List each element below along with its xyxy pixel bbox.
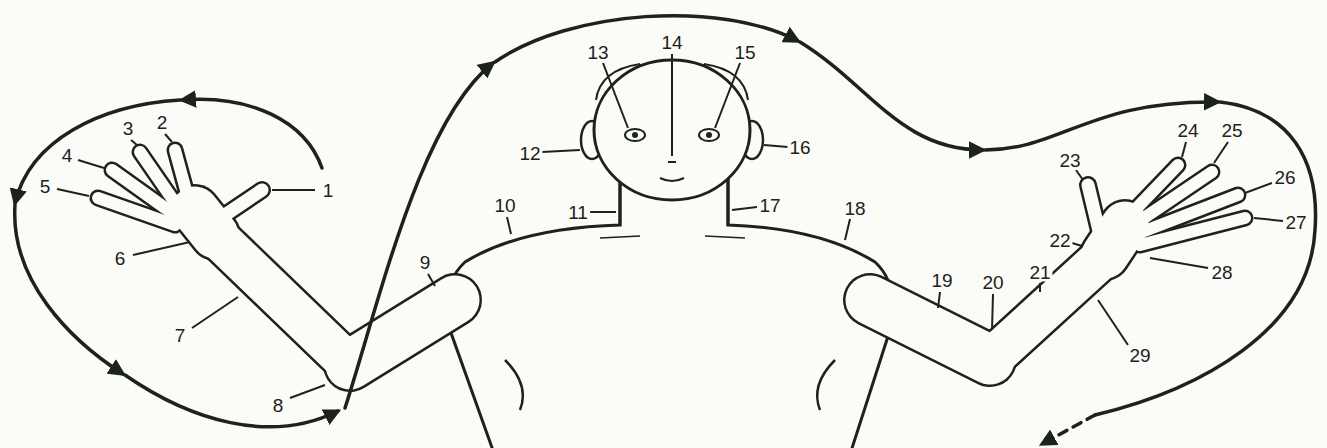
leader-line <box>192 297 238 328</box>
callout-number: 22 <box>1047 231 1072 250</box>
chest-line <box>817 360 835 410</box>
flow-arrow <box>800 42 983 150</box>
thumb <box>1088 185 1100 235</box>
callout-number: 15 <box>732 43 757 62</box>
leader-line <box>590 211 616 213</box>
callout-number: 29 <box>1127 346 1152 365</box>
callout-number: 26 <box>1272 168 1297 187</box>
callout-number: 6 <box>113 249 128 268</box>
callout-number: 23 <box>1057 151 1082 170</box>
pupil <box>706 132 712 138</box>
leader-line <box>131 140 137 145</box>
flow-arrow <box>345 63 493 408</box>
leader-line <box>272 189 315 191</box>
leader-line <box>165 134 172 142</box>
leader-line <box>507 217 511 234</box>
leader-line <box>732 207 757 210</box>
callout-number: 12 <box>517 144 542 163</box>
callout-number: 10 <box>492 196 517 215</box>
callout-number: 4 <box>60 146 75 165</box>
callout-number: 25 <box>1219 121 1244 140</box>
pupil <box>632 132 638 138</box>
leader-line <box>764 145 788 147</box>
leader-line <box>1039 283 1041 292</box>
hairline <box>704 64 748 100</box>
leader-line <box>290 385 325 398</box>
leader-line <box>1214 142 1228 163</box>
leader-line <box>938 292 940 308</box>
callout-number: 1 <box>321 181 336 200</box>
hairline <box>596 64 640 100</box>
mouth <box>660 178 684 181</box>
flow-arrow <box>985 102 1218 150</box>
leader-line <box>992 294 993 330</box>
leader-line <box>1182 142 1186 157</box>
leader-line <box>603 63 628 128</box>
leader-line <box>1072 243 1082 246</box>
callout-number: 19 <box>929 271 954 290</box>
palm <box>1105 225 1125 255</box>
callout-number: 14 <box>659 33 684 52</box>
palm <box>1105 225 1125 255</box>
collarbone <box>600 236 745 238</box>
flow-arrow <box>495 16 798 62</box>
nose <box>668 161 676 163</box>
leader-line <box>1076 170 1083 180</box>
flow-arrow-dashed <box>1042 415 1095 444</box>
flow-line <box>1095 102 1316 415</box>
callout-number: 21 <box>1027 263 1052 282</box>
callout-number: 5 <box>38 177 53 196</box>
leader-line <box>671 54 673 156</box>
eye <box>625 129 645 141</box>
callout-number: 2 <box>155 113 170 132</box>
callout-number: 17 <box>757 196 782 215</box>
chest-line <box>505 360 523 410</box>
flow-arrow <box>15 100 180 203</box>
callout-number: 9 <box>418 253 433 272</box>
callout-number: 24 <box>1175 121 1200 140</box>
thumb <box>225 190 262 215</box>
leader-line <box>1245 183 1272 193</box>
leader-line <box>428 274 435 286</box>
palm <box>195 210 215 235</box>
callout-number: 16 <box>787 138 812 157</box>
callout-number: 20 <box>980 273 1005 292</box>
callout-number: 13 <box>585 43 610 62</box>
callout-number: 8 <box>271 396 286 415</box>
palm <box>195 210 215 235</box>
leader-line <box>845 219 850 240</box>
callout-number: 18 <box>842 199 867 218</box>
leader-line <box>78 160 104 168</box>
flow-loop <box>15 16 1316 444</box>
flow-arrow <box>182 99 322 168</box>
finger <box>98 198 175 225</box>
eye <box>699 129 719 141</box>
torso-outline <box>447 170 893 448</box>
flow-arrow <box>125 375 338 427</box>
leader-line <box>715 63 740 128</box>
leader-line <box>1254 218 1283 221</box>
thumb <box>225 190 262 215</box>
callout-number: 27 <box>1283 213 1308 232</box>
leader-line <box>542 150 580 152</box>
finger <box>1140 218 1245 245</box>
callout-number: 11 <box>566 203 590 222</box>
leader-line <box>1150 258 1208 268</box>
leader-line <box>1098 300 1128 345</box>
thumb <box>1088 185 1100 235</box>
callout-number: 28 <box>1209 263 1234 282</box>
callout-number: 7 <box>173 326 188 345</box>
callout-number: 3 <box>121 119 136 138</box>
leader-line <box>57 189 89 196</box>
flow-arrow <box>15 205 123 374</box>
leader-lines <box>57 54 1283 398</box>
leader-line <box>133 242 190 255</box>
